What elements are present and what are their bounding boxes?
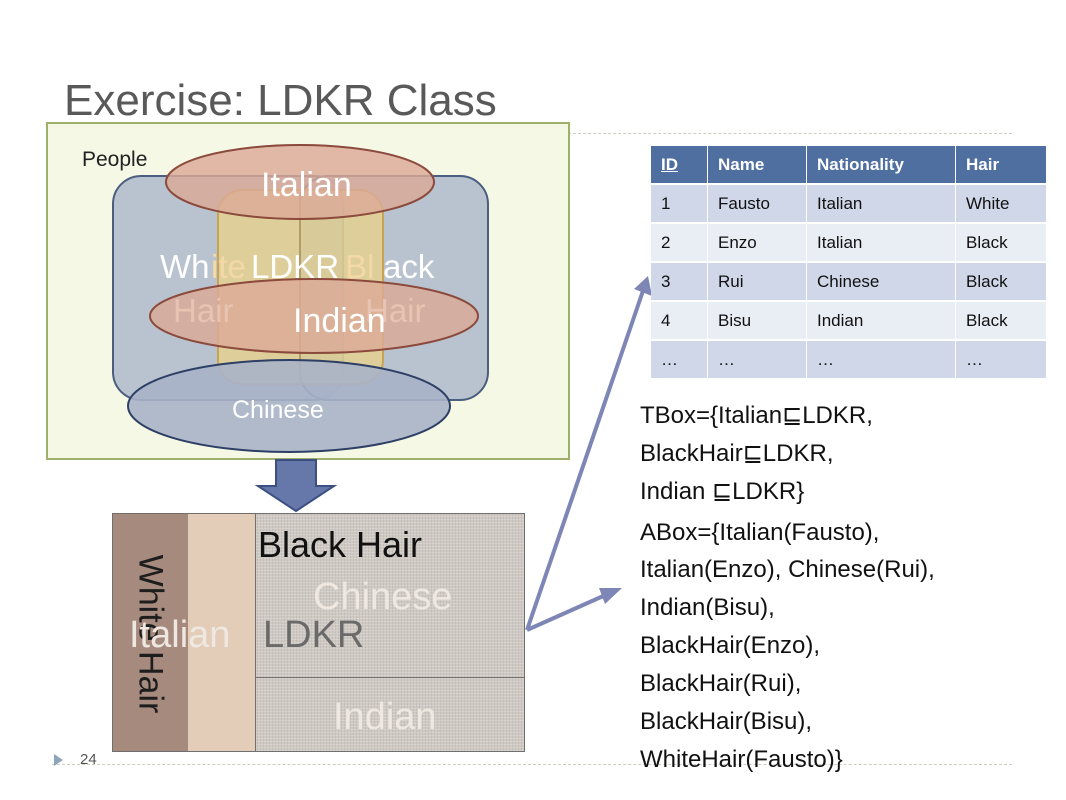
- table-cell: Chinese: [806, 262, 956, 302]
- table-cell: …: [806, 340, 956, 380]
- table-cell: 1: [651, 184, 708, 224]
- people-table: ID Name Nationality Hair 1 Fausto Italia…: [651, 146, 1047, 380]
- table-cell: …: [707, 340, 807, 380]
- indian-label: Indian: [333, 696, 437, 738]
- column-header-hair: Hair: [955, 146, 1047, 185]
- abox-line-4: BlackHair(Enzo),: [640, 632, 821, 659]
- table-cell: Fausto: [707, 184, 807, 224]
- arrow-to-table: [525, 281, 648, 631]
- table-cell: 3: [651, 262, 708, 302]
- down-arrow-icon: [254, 459, 338, 513]
- italian-region: [188, 514, 256, 751]
- ldkr-venn-label: LDKR: [251, 248, 339, 285]
- abox-line-7: WhiteHair(Fausto)}: [640, 746, 843, 773]
- bullet-triangle-icon: [54, 754, 63, 766]
- table-cell: Enzo: [707, 223, 807, 263]
- hair-right-label: Hair: [365, 292, 426, 329]
- table-row: … … … …: [651, 340, 1047, 380]
- italian-set: [165, 144, 435, 220]
- column-header-nationality: Nationality: [806, 146, 956, 185]
- white-hair-region: [113, 514, 189, 751]
- ldkr-label: LDKR: [263, 614, 365, 656]
- table-cell: Black: [955, 223, 1047, 263]
- page-number: 24: [80, 751, 97, 768]
- ldkr-partition-diagram: White Hair Black Hair Chinese Italian LD…: [112, 513, 525, 752]
- bottom-divider: [52, 764, 1012, 765]
- indian-divider: [255, 677, 524, 678]
- arrow-to-axioms: [526, 591, 611, 632]
- tbox-line-3: Indian ⊑LDKR}: [640, 478, 805, 505]
- table-cell: …: [955, 340, 1047, 380]
- table-row: 2 Enzo Italian Black: [651, 223, 1047, 263]
- table-cell: …: [651, 340, 708, 380]
- table-row: 1 Fausto Italian White: [651, 184, 1047, 224]
- table-cell: Bisu: [707, 301, 807, 341]
- white-venn-label-b: ite: [211, 248, 246, 285]
- black-hair-label: Black Hair: [258, 524, 423, 565]
- table-cell: 2: [651, 223, 708, 263]
- indian-set: [149, 278, 479, 354]
- black-venn-label-a: Bl: [345, 248, 374, 285]
- arrow-to-table-head-icon: [634, 276, 652, 296]
- table-row: 3 Rui Chinese Black: [651, 262, 1047, 302]
- hair-left-label: Hair: [173, 292, 234, 329]
- black-venn-label-b: ack: [383, 248, 435, 285]
- table-cell: Italian: [806, 223, 956, 263]
- table-cell: Black: [955, 301, 1047, 341]
- slide-title: Exercise: LDKR Class: [64, 76, 497, 125]
- indian-venn-label: Indian: [293, 302, 386, 340]
- table-header-row: ID Name Nationality Hair: [651, 146, 1047, 185]
- italian-venn-label: Italian: [261, 166, 352, 204]
- italian-label: Italian: [129, 614, 231, 656]
- chinese-venn-label: Chinese: [232, 396, 324, 424]
- abox-line-6: BlackHair(Bisu),: [640, 708, 813, 735]
- people-label: People: [82, 148, 147, 171]
- tbox-line-1: TBox={Italian⊑LDKR,: [640, 402, 873, 429]
- abox-line-1: ABox={Italian(Fausto),: [640, 519, 880, 546]
- white-venn-label-a: Wh: [160, 248, 210, 285]
- table-cell: Black: [955, 262, 1047, 302]
- table-cell: Rui: [707, 262, 807, 302]
- tbox-line-2: BlackHair⊑LDKR,: [640, 440, 834, 467]
- abox-line-2: Italian(Enzo), Chinese(Rui),: [640, 556, 935, 583]
- chinese-set: [127, 359, 451, 453]
- table-row: 4 Bisu Indian Black: [651, 301, 1047, 341]
- abox-line-5: BlackHair(Rui),: [640, 670, 802, 697]
- column-header-name: Name: [707, 146, 807, 185]
- chinese-label: Chinese: [313, 576, 453, 618]
- table-cell: Italian: [806, 184, 956, 224]
- column-header-id: ID: [651, 146, 708, 185]
- table-cell: White: [955, 184, 1047, 224]
- table-cell: Indian: [806, 301, 956, 341]
- arrow-to-axioms-head-icon: [599, 588, 622, 604]
- table-cell: 4: [651, 301, 708, 341]
- abox-line-3: Indian(Bisu),: [640, 594, 775, 621]
